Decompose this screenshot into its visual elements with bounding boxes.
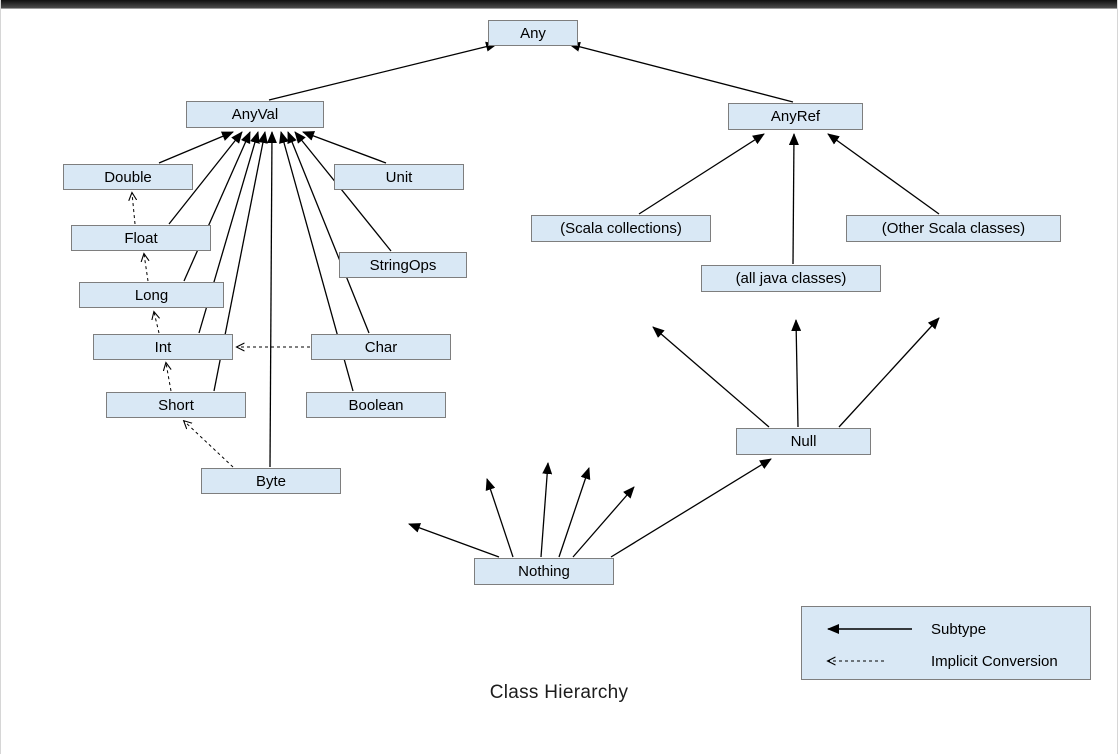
node-unit: Unit (334, 164, 464, 190)
legend-implicit-conversion-row: Implicit Conversion (812, 647, 1058, 675)
edge-nothing-fan-2 (485, 478, 514, 558)
subtype-edges (158, 41, 940, 558)
edge-long-anyval (183, 131, 251, 282)
edge-short-int-implicit (166, 363, 171, 392)
edge-float-double-implicit (132, 193, 135, 225)
edge-all-java-classes-anyref (788, 133, 799, 265)
edge-nothing-null (610, 458, 772, 558)
node-scala-collections: (Scala collections) (531, 215, 711, 242)
edge-unit-anyval (302, 131, 387, 164)
edge-nothing-fan-4 (558, 467, 591, 558)
edge-other-scala-classes-anyref (827, 133, 940, 215)
node-anyref: AnyRef (728, 103, 863, 130)
edge-scala-collections-anyref (638, 133, 765, 215)
node-stringops: StringOps (339, 252, 467, 278)
edge-int-long-implicit (154, 312, 159, 334)
node-null: Null (736, 428, 871, 455)
node-int: Int (93, 334, 233, 360)
node-anyval: AnyVal (186, 101, 324, 128)
edge-null-all-java-classes (791, 319, 802, 428)
node-all-java-classes: (all java classes) (701, 265, 881, 292)
node-long: Long (79, 282, 224, 308)
subtype-arrow-sample (827, 624, 912, 634)
edge-double-anyval (158, 131, 234, 164)
edge-byte-anyval (266, 131, 277, 468)
node-char: Char (311, 334, 451, 360)
window-top-edge (1, 0, 1117, 9)
node-double: Double (63, 164, 193, 190)
diagram-caption: Class Hierarchy (489, 682, 629, 703)
legend-implicit-conversion-label: Implicit Conversion (931, 652, 1058, 670)
edge-byte-short-implicit (184, 421, 234, 468)
node-short: Short (106, 392, 246, 418)
node-any: Any (488, 20, 578, 46)
edge-anyref-any (568, 41, 794, 103)
edge-nothing-fan-3 (540, 462, 553, 558)
edge-anyval-any (268, 41, 498, 101)
node-boolean: Boolean (306, 392, 446, 418)
edge-nothing-fan-5 (572, 486, 635, 558)
node-other-scala-classes: (Other Scala classes) (846, 215, 1061, 242)
node-float: Float (71, 225, 211, 251)
edge-long-float-implicit (144, 254, 148, 282)
edge-stringops-anyval (294, 131, 392, 252)
edge-null-scala-collections (652, 326, 770, 428)
implicit-conversion-arrow-sample (812, 650, 884, 672)
legend: Subtype Implicit Conversion (801, 606, 1091, 680)
node-byte: Byte (201, 468, 341, 494)
edge-char-anyval (287, 131, 370, 334)
implicit-conversion-edges (132, 193, 310, 468)
node-nothing: Nothing (474, 558, 614, 585)
edge-nothing-fan-1 (408, 523, 500, 558)
edge-null-other-scala-classes (838, 317, 940, 428)
legend-subtype-row: Subtype (812, 615, 986, 643)
legend-subtype-label: Subtype (931, 620, 987, 638)
edge-float-anyval (168, 131, 243, 225)
